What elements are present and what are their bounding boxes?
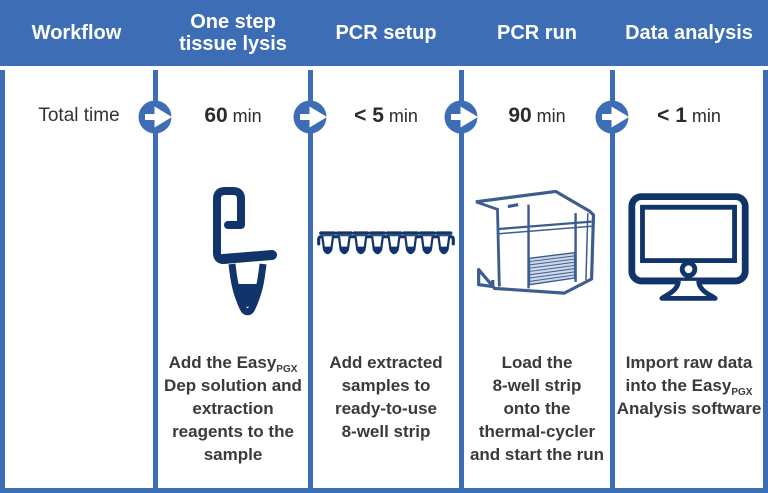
workflow-arrow-icon	[138, 100, 172, 134]
time-unit: min	[536, 105, 566, 126]
header-tissue-lysis: One step tissue lysis	[179, 11, 287, 55]
column-divider	[459, 70, 464, 493]
pgx-subscript: PGX	[276, 364, 298, 375]
time-value: 90	[508, 104, 532, 127]
thermal-cycler-icon	[475, 189, 596, 295]
column-divider	[308, 70, 313, 493]
column-pcr-run: 90 min Load the 8-well strip onto the th…	[464, 66, 610, 488]
column-divider	[610, 70, 615, 493]
column-workflow: Total time	[5, 66, 153, 488]
pgx-subscript: PGX	[731, 387, 753, 398]
step-description: Add the EasyPGX Dep solution and extract…	[164, 353, 302, 464]
computer-monitor-icon	[628, 193, 749, 301]
frame-bottom-border	[0, 488, 768, 493]
time-unit: min	[232, 105, 262, 126]
time-value: < 1	[657, 104, 687, 127]
time-unit: min	[388, 105, 418, 126]
time-value: < 5	[354, 104, 384, 127]
frame-left-border	[0, 70, 5, 493]
header-data-analysis: Data analysis	[625, 22, 753, 44]
header-band: Workflow One step tissue lysis PCR setup…	[0, 0, 768, 66]
time-value: 60	[204, 104, 228, 127]
column-data-analysis: < 1 min Import raw data into the EasyPGX…	[615, 66, 763, 488]
step-description: Load the 8-well strip onto the thermal-c…	[469, 353, 605, 464]
header-workflow: Workflow	[31, 22, 122, 44]
pcr-tube-icon	[213, 187, 277, 316]
workflow-arrow-icon	[293, 100, 327, 134]
workflow-arrow-icon	[595, 100, 629, 134]
header-pcr-setup: PCR setup	[335, 22, 437, 44]
step-description: Add extracted samples to ready-to-use 8-…	[329, 353, 443, 441]
column-tissue-lysis: 60 min Add the EasyPGX Dep solution and …	[158, 66, 308, 488]
header-pcr-run: PCR run	[497, 22, 577, 44]
workflow-arrow-icon	[444, 100, 478, 134]
column-pcr-setup: < 5 min Add extracted samples to ready-t…	[313, 66, 459, 488]
8-well-strip-icon	[317, 230, 455, 254]
frame-right-border	[763, 70, 768, 493]
column-divider	[153, 70, 158, 493]
time-unit: min	[691, 105, 721, 126]
total-time-label: Total time	[38, 105, 120, 126]
step-description: Import raw data into the EasyPGX Analysi…	[616, 353, 762, 418]
